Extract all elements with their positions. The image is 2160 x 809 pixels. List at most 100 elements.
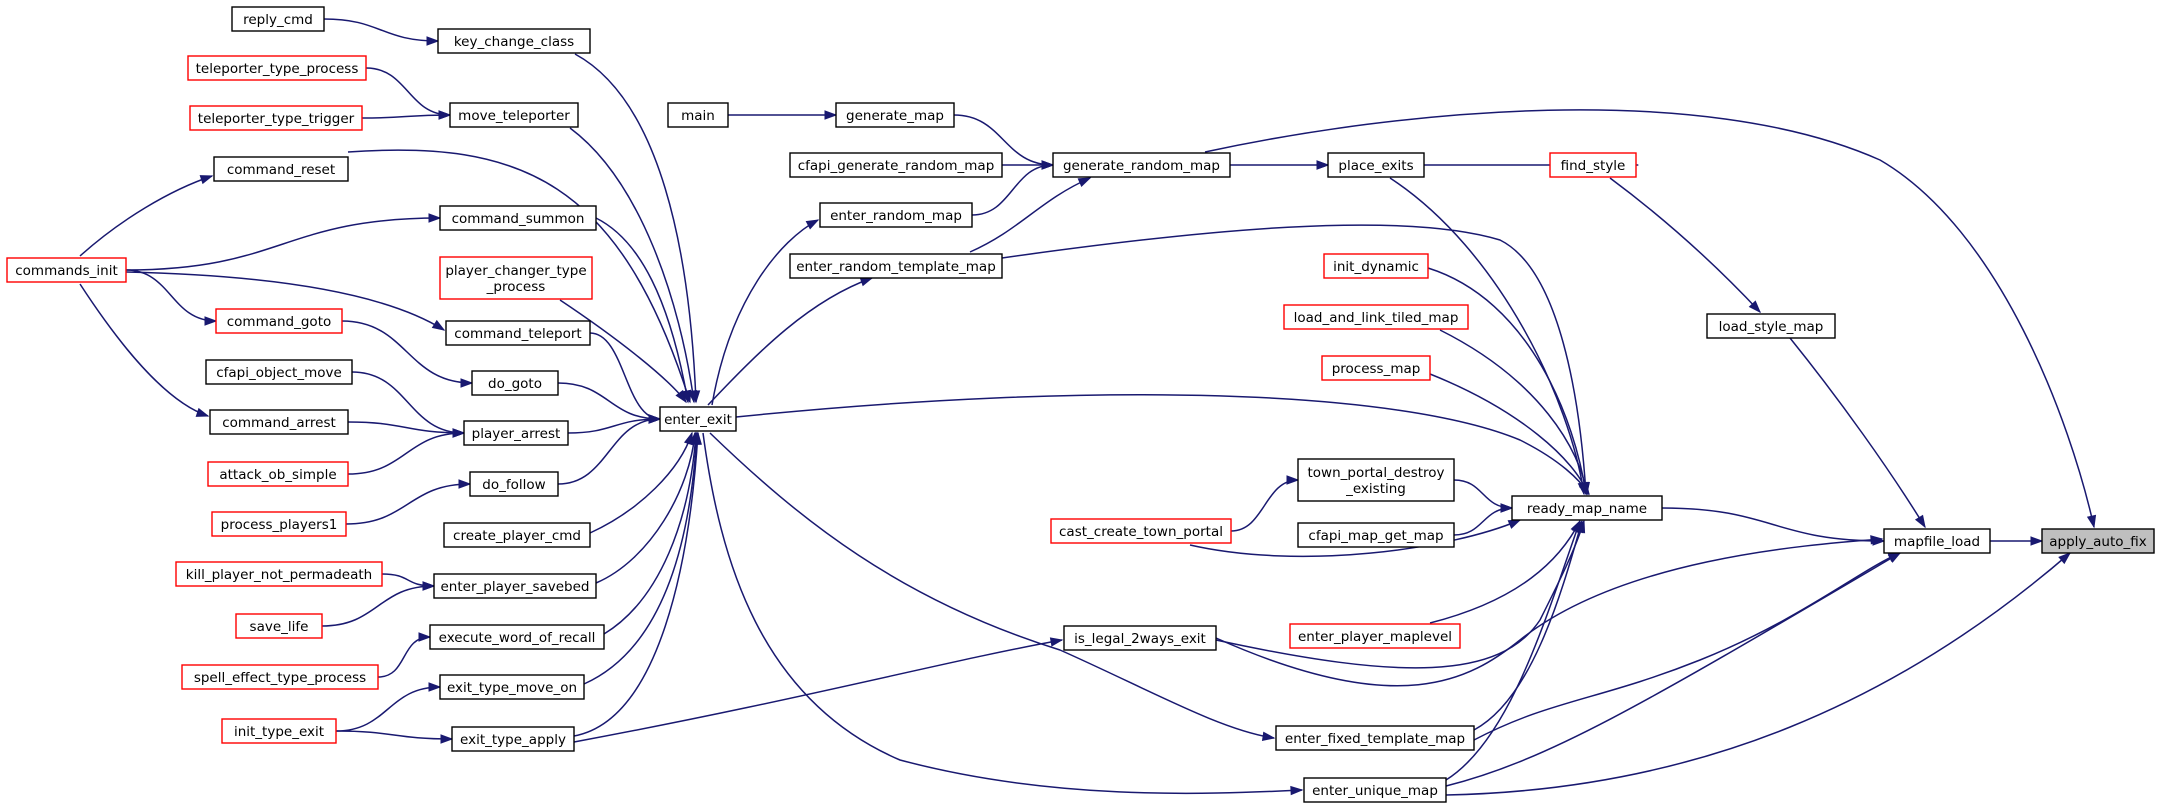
edge-generate_random_map-to-apply_auto_fix — [1204, 109, 2097, 529]
node-command-reset[interactable]: command_reset — [213, 156, 349, 182]
arrow-head-icon — [418, 632, 432, 642]
node-execute-word-of-recall[interactable]: execute_word_of_recall — [429, 624, 605, 650]
node-box — [443, 522, 591, 548]
node-label: enter_unique_map — [1312, 783, 1438, 799]
node-enter-random-template-map[interactable]: enter_random_template_map — [789, 253, 1003, 279]
node-init-type-exit[interactable]: init_type_exit — [221, 718, 337, 744]
node-player-changer-type-process[interactable]: player_changer_type_process — [439, 256, 593, 300]
node-generate-map[interactable]: generate_map — [835, 102, 955, 128]
arrow-head-icon — [422, 581, 436, 591]
node-label: process_players1 — [221, 517, 338, 533]
arrow-head-icon — [199, 175, 214, 185]
edge-spell_effect_type_process-to-execute_word_of_recall — [377, 632, 432, 678]
node-label: cfapi_object_move — [216, 365, 342, 381]
node-label: attack_ob_simple — [219, 467, 336, 483]
node-label: mapfile_load — [1894, 534, 1980, 550]
node-do-follow[interactable]: do_follow — [469, 471, 559, 497]
node-enter-exit[interactable]: enter_exit — [659, 406, 737, 432]
node-box — [471, 370, 559, 396]
node-commands-init[interactable]: commands_init — [6, 257, 127, 283]
edge-exit_type_apply-to-is_legal_2ways_exit — [573, 637, 1064, 743]
node-player-arrest[interactable]: player_arrest — [463, 420, 569, 446]
edge-enter_exit-to-enter_random_template_map — [707, 277, 874, 406]
node-command-goto[interactable]: command_goto — [215, 308, 343, 334]
node-label: save_life — [250, 619, 309, 635]
node-enter-random-map[interactable]: enter_random_map — [819, 202, 973, 228]
node-generate-random-map[interactable]: generate_random_map — [1052, 152, 1231, 178]
arrow-head-icon — [204, 316, 218, 326]
node-find-style[interactable]: find_style — [1549, 152, 1637, 178]
node-enter-fixed-template-map[interactable]: enter_fixed_template_map — [1275, 725, 1475, 751]
edge-execute_word_of_recall-to-enter_exit — [603, 431, 700, 635]
node-box — [1321, 355, 1431, 381]
node-box — [189, 105, 363, 131]
edge-enter_exit-to-enter_fixed_template_map — [709, 432, 1276, 741]
node-mapfile-load[interactable]: mapfile_load — [1883, 528, 1991, 554]
node-ready-map-name[interactable]: ready_map_name — [1511, 495, 1663, 521]
node-teleporter-type-process[interactable]: teleporter_type_process — [187, 55, 367, 81]
edge-find_style-to-load_style_map — [1609, 177, 1762, 314]
node-process-map[interactable]: process_map — [1321, 355, 1431, 381]
node-label: exit_type_move_on — [447, 680, 577, 696]
node-cfapi-generate-random-map[interactable]: cfapi_generate_random_map — [789, 152, 1003, 178]
node-apply-auto-fix[interactable]: apply_auto_fix — [2041, 528, 2155, 554]
node-box — [789, 152, 1003, 178]
node-enter-unique-map[interactable]: enter_unique_map — [1303, 777, 1447, 803]
edge-main-to-generate_map — [727, 110, 838, 120]
node-load-style-map[interactable]: load_style_map — [1706, 313, 1836, 339]
node-command-summon[interactable]: command_summon — [439, 205, 597, 231]
node-label: do_goto — [488, 376, 542, 392]
node-main[interactable]: main — [667, 102, 729, 128]
node-box — [433, 573, 597, 599]
arrow-head-icon — [681, 389, 691, 404]
edge-place_exits-to-ready_map_name — [1389, 177, 1587, 496]
node-label: command_teleport — [454, 326, 581, 342]
node-cfapi-map-get-map[interactable]: cfapi_map_get_map — [1297, 522, 1455, 548]
arrow-head-icon — [1507, 519, 1522, 529]
node-enter-player-savebed[interactable]: enter_player_savebed — [433, 573, 597, 599]
edge-layer — [79, 18, 2097, 796]
edge-attack_ob_simple-to-player_arrest — [347, 428, 466, 475]
edge-commands_init-to-command_teleport — [125, 271, 446, 331]
node-box — [6, 257, 127, 283]
node-command-arrest[interactable]: command_arrest — [209, 409, 349, 435]
node-place-exits[interactable]: place_exits — [1327, 152, 1425, 178]
node-move-teleporter[interactable]: move_teleporter — [449, 102, 579, 128]
node-cast-create-town-portal[interactable]: cast_create_town_portal — [1050, 518, 1232, 544]
node-box — [175, 561, 383, 587]
node-load-and-link-tiled-map[interactable]: load_and_link_tiled_map — [1283, 304, 1469, 330]
node-box — [1275, 725, 1475, 751]
node-town-portal-destroy-existing[interactable]: town_portal_destroy_existing — [1297, 458, 1455, 502]
node-enter-player-maplevel[interactable]: enter_player_maplevel — [1289, 623, 1461, 649]
node-label: do_follow — [482, 477, 545, 493]
node-do-goto[interactable]: do_goto — [471, 370, 559, 396]
node-is-legal-2ways-exit[interactable]: is_legal_2ways_exit — [1063, 625, 1217, 651]
node-box — [1883, 528, 1991, 554]
node-init-dynamic[interactable]: init_dynamic — [1323, 253, 1429, 279]
node-box — [235, 613, 323, 639]
node-save-life[interactable]: save_life — [235, 613, 323, 639]
node-label: main — [681, 108, 715, 124]
node-exit-type-apply[interactable]: exit_type_apply — [451, 726, 575, 752]
node-cfapi-object-move[interactable]: cfapi_object_move — [205, 359, 353, 385]
node-process-players1[interactable]: process_players1 — [211, 511, 347, 537]
arrow-head-icon — [1870, 535, 1884, 545]
node-command-teleport[interactable]: command_teleport — [445, 320, 591, 346]
node-teleporter-type-trigger[interactable]: teleporter_type_trigger — [189, 105, 363, 131]
node-label: teleporter_type_process — [196, 61, 359, 77]
node-reply-cmd[interactable]: reply_cmd — [231, 6, 325, 32]
arrow-head-icon — [1041, 160, 1055, 170]
node-box — [1283, 304, 1469, 330]
node-exit-type-move-on[interactable]: exit_type_move_on — [439, 674, 585, 700]
edge-player_changer_type_process-to-enter_exit — [559, 299, 687, 404]
arrow-head-icon — [2086, 514, 2097, 529]
node-key-change-class[interactable]: key_change_class — [437, 28, 591, 54]
arrow-head-icon — [438, 110, 452, 120]
node-kill-player-not-permadeath[interactable]: kill_player_not_permadeath — [175, 561, 383, 587]
arrow-head-icon — [195, 407, 210, 417]
node-create-player-cmd[interactable]: create_player_cmd — [443, 522, 591, 548]
node-label: cfapi_map_get_map — [1308, 528, 1443, 544]
node-spell-effect-type-process[interactable]: spell_effect_type_process — [181, 664, 379, 690]
node-attack-ob-simple[interactable]: attack_ob_simple — [207, 461, 349, 487]
node-label: cast_create_town_portal — [1059, 524, 1223, 540]
